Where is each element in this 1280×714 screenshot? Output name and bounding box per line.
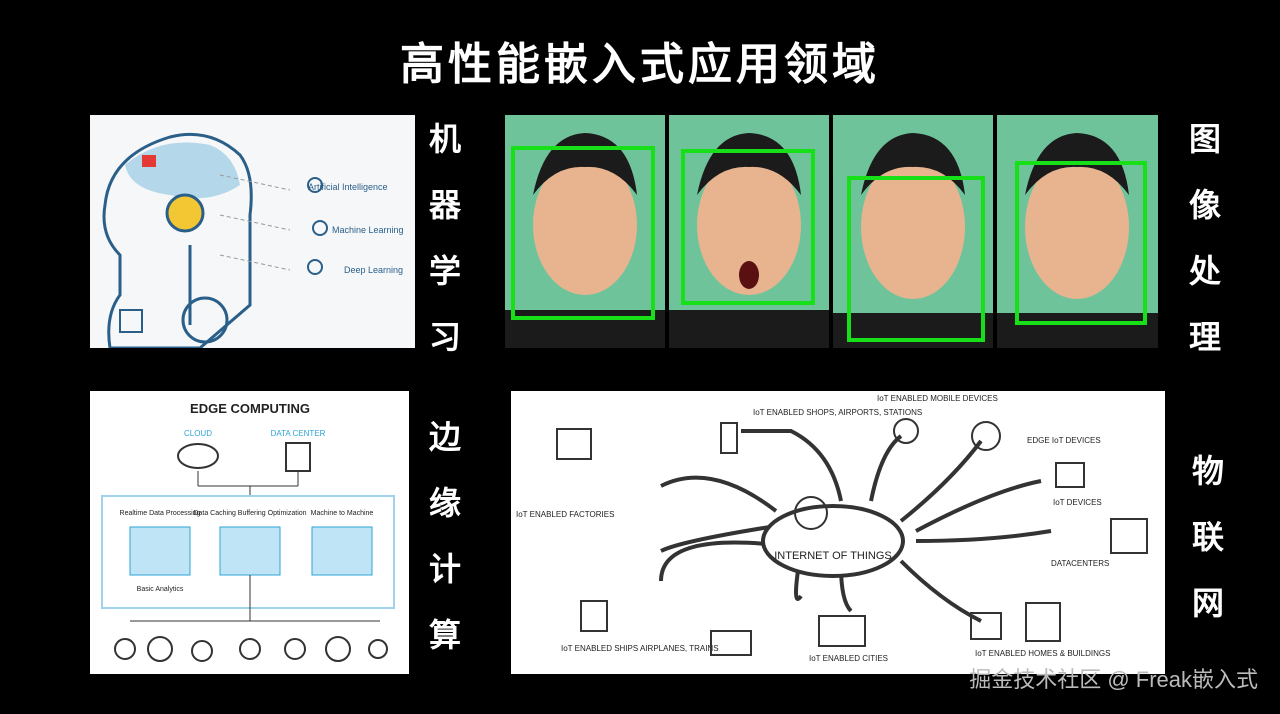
iot-node-edge: EDGE IoT DEVICES (1027, 436, 1101, 445)
edge-computing-panel: EDGE COMPUTING CLOUD DATA CENTER Realtim… (90, 391, 409, 674)
server-icon (285, 442, 311, 472)
face-frame-2 (669, 115, 829, 348)
edge-title: EDGE COMPUTING (190, 401, 310, 416)
image-processing-panel (505, 115, 1158, 348)
iot-node-factories: IoT ENABLED FACTORIES (516, 510, 614, 519)
label-iot: 物联网 (1186, 438, 1230, 636)
label-image-processing: 图像处理 (1183, 106, 1227, 370)
iot-cloud (761, 504, 905, 578)
globe-icon (794, 496, 828, 530)
watermark: 掘金技术社区 @ Freak嵌入式 (969, 667, 1258, 692)
label-edge-computing: 边缘计算 (423, 404, 467, 668)
iot-node-mobile: IoT ENABLED MOBILE DEVICES (877, 394, 998, 403)
edge-datacenter-label: DATA CENTER (271, 429, 326, 438)
iot-panel: INTERNET OF THINGS IoT ENABLED SHOPS, AI… (511, 391, 1165, 674)
label-edge-computing-text: 边缘计算 (429, 418, 462, 654)
ml-item-ai: Artificial Intelligence (308, 182, 388, 192)
edge-box-label-1: Realtime Data Processing (120, 510, 201, 517)
iot-node-transport: IoT ENABLED SHIPS AIRPLANES, TRAINS (561, 644, 719, 653)
edge-cloud-label: CLOUD (184, 429, 212, 438)
label-image-processing-text: 图像处理 (1189, 120, 1222, 356)
page-title: 高性能嵌入式应用领域 (400, 39, 880, 90)
iot-center-label: INTERNET OF THINGS (774, 550, 892, 562)
iot-node-shops: IoT ENABLED SHOPS, AIRPORTS, STATIONS (753, 408, 922, 417)
label-machine-learning: 机器学习 (423, 106, 467, 370)
ml-item-dl: Deep Learning (344, 265, 403, 275)
edge-platform-box (101, 495, 395, 609)
machine-learning-panel: Artificial Intelligence Machine Learning… (90, 115, 415, 348)
face-frame-4 (997, 115, 1158, 348)
edge-box-label-2: Data Caching Buffering Optimization (193, 510, 306, 517)
label-machine-learning-text: 机器学习 (429, 120, 462, 356)
edge-box-label-3: Machine to Machine (311, 510, 374, 517)
iot-node-homes: IoT ENABLED HOMES & BUILDINGS (975, 649, 1110, 658)
face-frame-3 (833, 115, 993, 348)
face-frame-1 (505, 115, 665, 348)
ml-item-ml: Machine Learning (332, 225, 404, 235)
iot-node-cities: IoT ENABLED CITIES (809, 654, 888, 663)
cloud-icon (177, 443, 219, 469)
label-iot-text: 物联网 (1192, 452, 1225, 622)
iot-node-devices: IoT DEVICES (1053, 498, 1102, 507)
iot-node-datacenters: DATACENTERS (1051, 559, 1109, 568)
edge-analytics: Basic Analytics (137, 586, 184, 593)
